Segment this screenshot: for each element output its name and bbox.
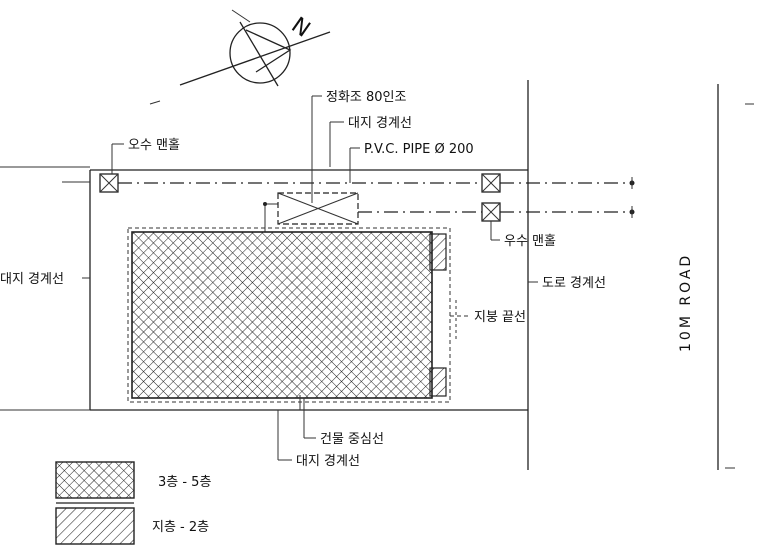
legend-label-upper-floors: 3층 - 5층: [158, 475, 211, 490]
sewage-pipe-line: [118, 177, 635, 189]
storm-manhole-symbol: [481, 202, 501, 222]
legend-label-lower-floors: 지층 - 2층: [152, 520, 209, 535]
building-footprint: [127, 227, 451, 403]
compass-tick: [231, 9, 251, 23]
septic-tank-label: 정화조 80인조: [326, 90, 407, 105]
sewage-manhole-symbol: [99, 173, 119, 193]
stray-mark: [149, 100, 161, 105]
road-line-label: 도로 경계선: [542, 276, 606, 291]
sewage-manhole-label: 오수 맨홀: [128, 138, 180, 153]
storm-pipe-line: [263, 202, 635, 232]
lot-line-left-label: 대지 경계선: [0, 272, 64, 287]
storm-manhole-label: 우수 맨홀: [504, 234, 556, 249]
septic-tank-symbol: [277, 192, 359, 225]
roof-outline: [127, 227, 451, 403]
compass-axis: [179, 31, 331, 86]
balcony-hatch: [429, 367, 447, 397]
manhole-symbol: [481, 173, 501, 193]
pvc-pipe-label: P.V.C. PIPE Ø 200: [364, 142, 474, 157]
compass-needle: [239, 21, 279, 87]
road-label: 10M ROAD: [678, 253, 694, 352]
roof-edge-label: 지붕 끝선: [474, 310, 526, 325]
compass-pointer: [245, 29, 292, 73]
north-arrow: N: [179, 9, 331, 87]
lot-boundary: [0, 166, 528, 411]
legend: 3층 - 5층 지층 - 2층: [55, 461, 211, 545]
north-label: N: [287, 13, 315, 43]
annotation-labels: 정화조 80인조 대지 경계선 P.V.C. PIPE Ø 200 오수 맨홀 …: [0, 90, 694, 469]
lot-line-bottom-label: 대지 경계선: [296, 454, 360, 469]
legend-swatch-diagonal: [55, 507, 135, 545]
balcony-hatch: [429, 233, 447, 271]
building-center-label: 건물 중심선: [320, 432, 384, 447]
legend-swatch-crosshatch: [55, 461, 135, 499]
compass-circle: [229, 22, 291, 84]
lot-line-top-label: 대지 경계선: [348, 116, 412, 131]
leader-lines: [82, 95, 538, 461]
